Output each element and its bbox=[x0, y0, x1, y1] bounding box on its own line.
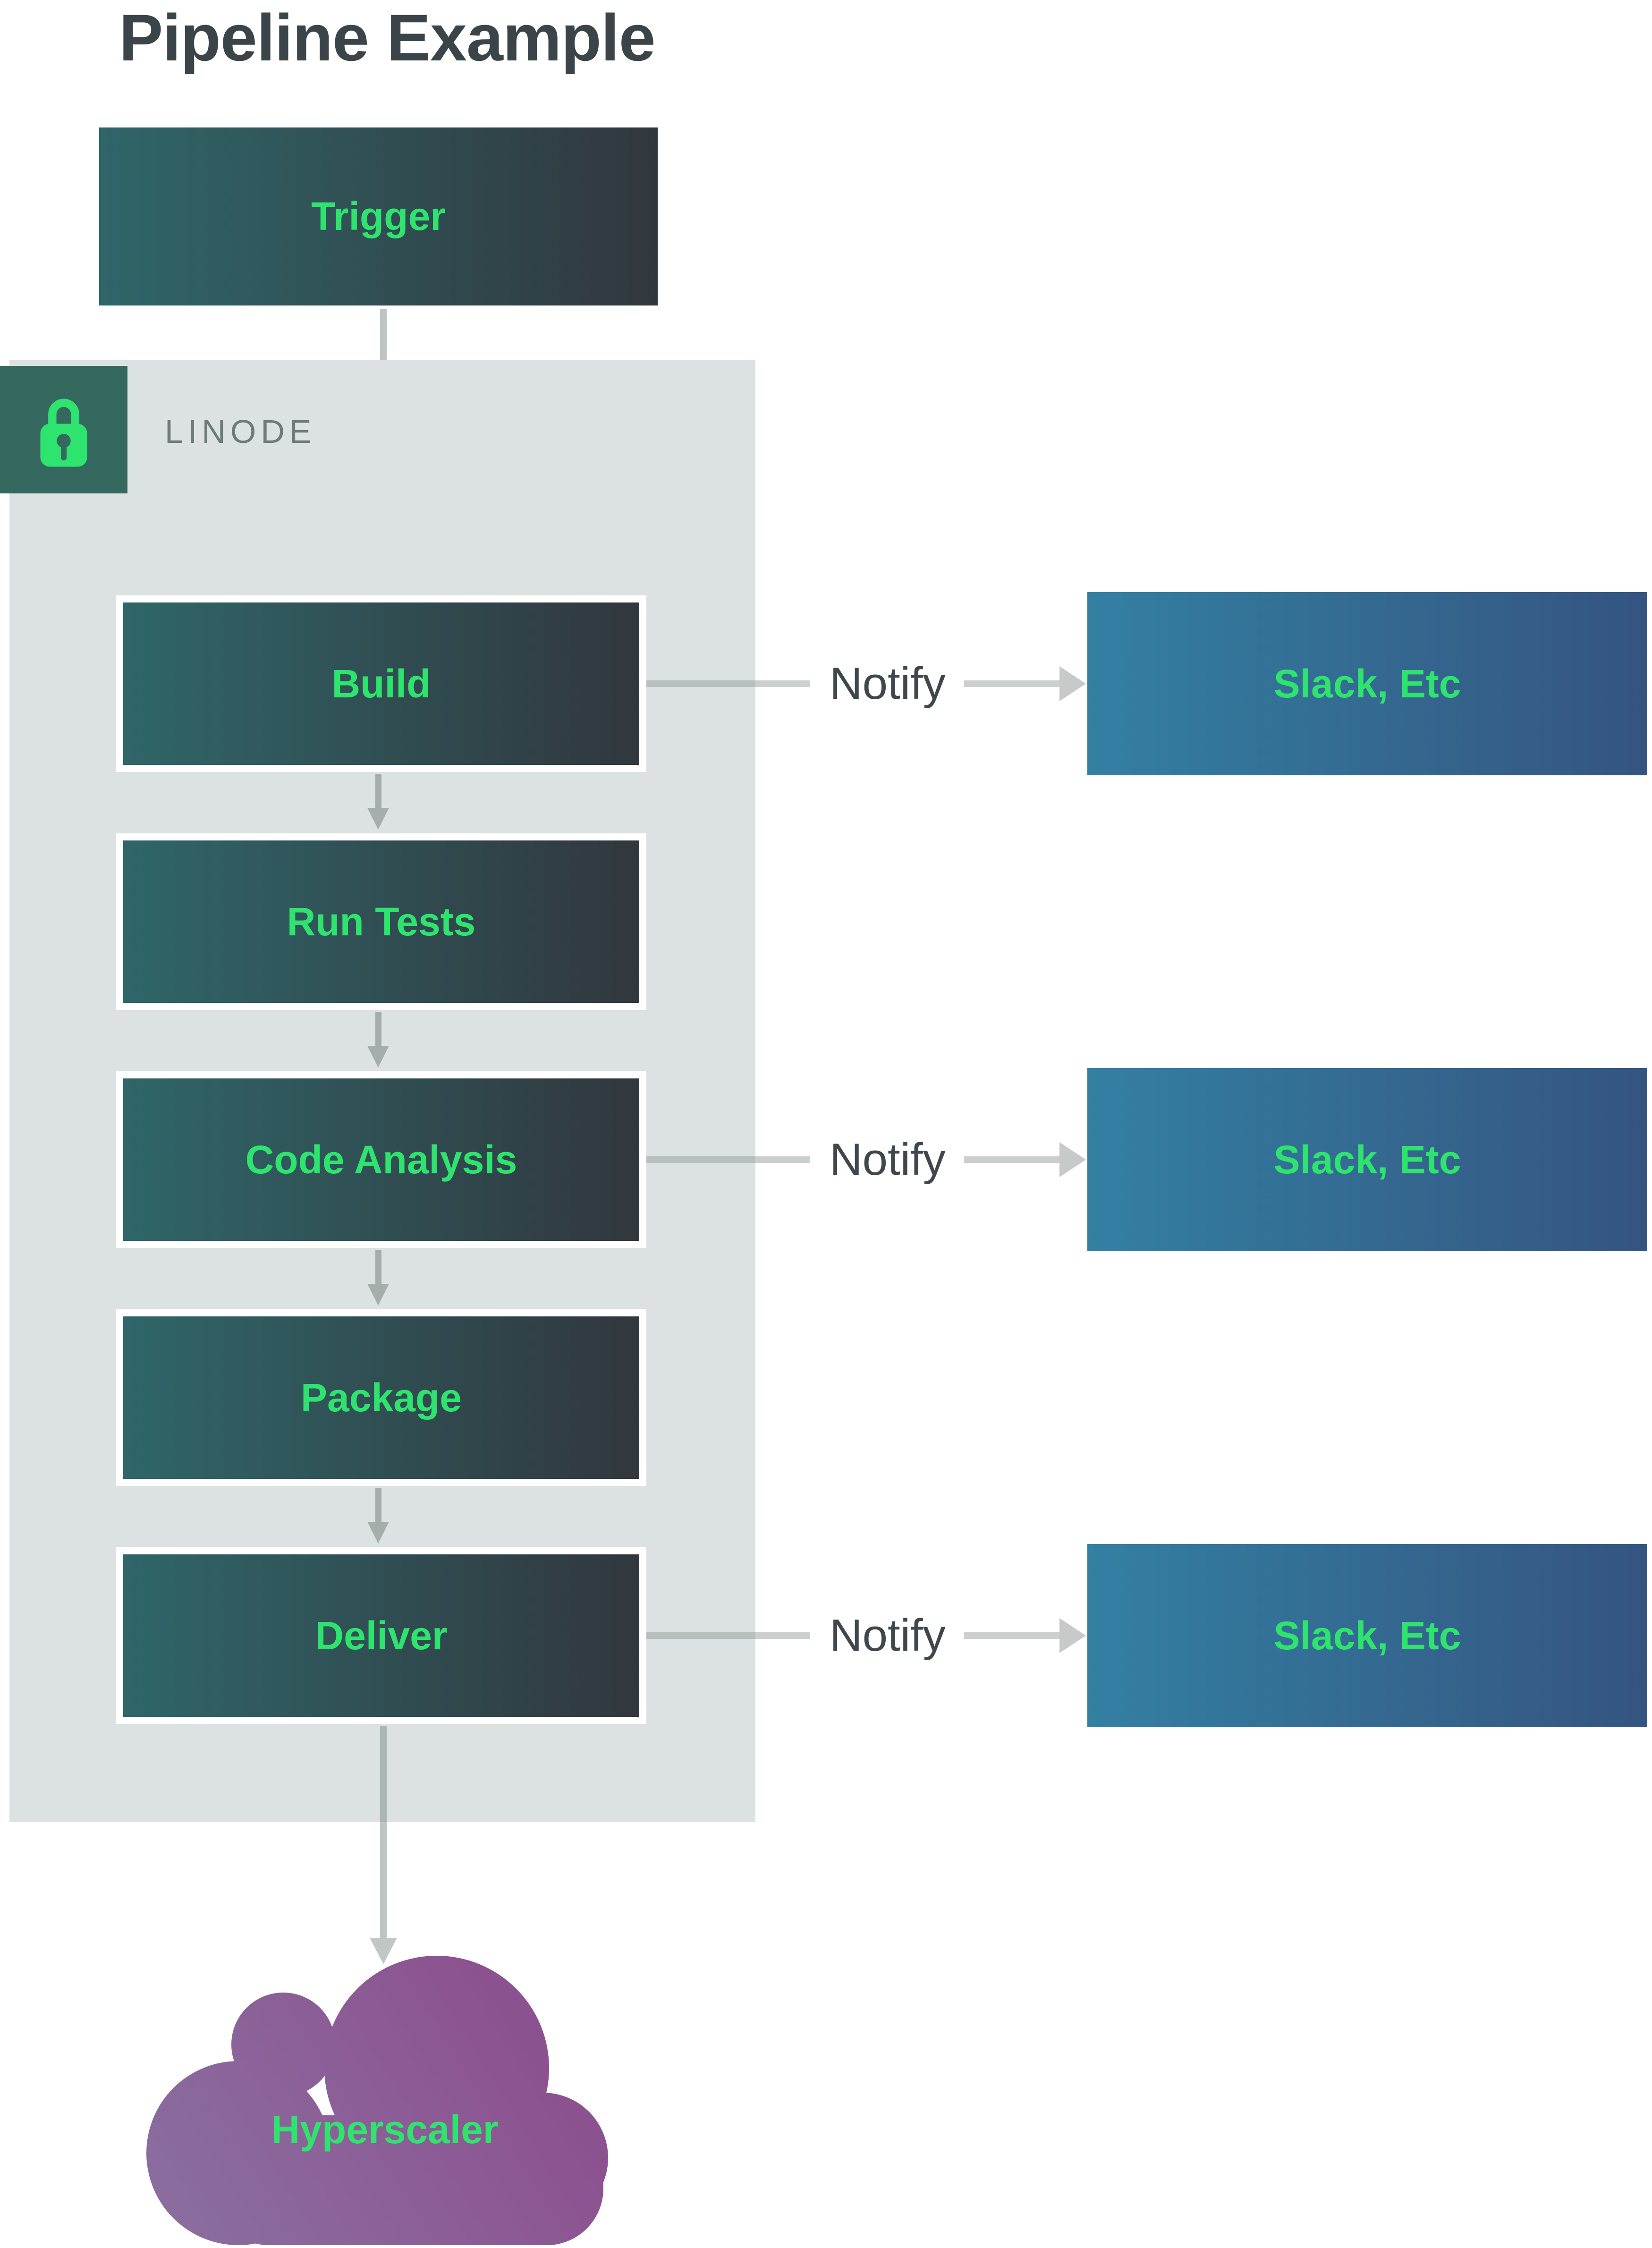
slack-label: Slack, Etc bbox=[1273, 1613, 1461, 1658]
stage-label: Package bbox=[301, 1375, 462, 1420]
stage-box-package: Package bbox=[116, 1309, 646, 1486]
slack-box: Slack, Etc bbox=[1087, 1068, 1647, 1251]
down-arrow-stem bbox=[380, 1726, 387, 1938]
notify-label: Notify bbox=[830, 1610, 946, 1661]
cloud-icon bbox=[146, 1956, 608, 2245]
notify-line bbox=[646, 680, 810, 687]
notify-line bbox=[646, 1632, 810, 1639]
down-arrow-stem bbox=[375, 1012, 381, 1046]
page-title: Pipeline Example bbox=[119, 0, 656, 75]
stage-box-deliver: Deliver bbox=[116, 1547, 646, 1724]
trigger-label: Trigger bbox=[311, 194, 446, 238]
slack-label: Slack, Etc bbox=[1273, 1137, 1461, 1182]
hyperscaler-cloud: Hyperscaler bbox=[142, 1955, 609, 2245]
stage-label: Build bbox=[331, 661, 431, 706]
down-arrow-icon bbox=[367, 808, 389, 830]
slack-box: Slack, Etc bbox=[1087, 1544, 1647, 1727]
right-arrow-icon bbox=[1059, 1618, 1086, 1653]
lock-badge bbox=[0, 366, 127, 493]
linode-zone-label: LINODE bbox=[165, 413, 316, 450]
stage-label: Code Analysis bbox=[245, 1137, 517, 1182]
right-arrow-icon bbox=[1059, 1142, 1086, 1177]
down-arrow-icon bbox=[367, 1046, 389, 1068]
stage-label: Run Tests bbox=[287, 899, 476, 944]
stage-box-code-analysis: Code Analysis bbox=[116, 1071, 646, 1248]
hyperscaler-label: Hyperscaler bbox=[271, 2107, 499, 2152]
slack-label: Slack, Etc bbox=[1273, 661, 1461, 706]
down-arrow-stem bbox=[375, 1250, 381, 1284]
notify-line bbox=[646, 1156, 810, 1163]
cloud-label-row: Hyperscaler bbox=[151, 2096, 618, 2163]
right-arrow-stem bbox=[964, 1632, 1059, 1639]
notify-label: Notify bbox=[830, 1134, 946, 1185]
right-arrow-stem bbox=[964, 680, 1059, 687]
down-arrow-icon bbox=[367, 1522, 389, 1544]
stage-box-run-tests: Run Tests bbox=[116, 833, 646, 1010]
down-arrow-icon bbox=[370, 1938, 397, 1964]
notify-label: Notify bbox=[830, 658, 946, 709]
lock-icon bbox=[40, 399, 87, 467]
trigger-box: Trigger bbox=[99, 127, 658, 305]
stage-box-build: Build bbox=[116, 595, 646, 772]
right-arrow-icon bbox=[1059, 666, 1086, 701]
stage-label: Deliver bbox=[315, 1613, 448, 1658]
down-arrow-stem bbox=[375, 1488, 381, 1522]
down-arrow-stem bbox=[375, 774, 381, 808]
slack-box: Slack, Etc bbox=[1087, 592, 1647, 775]
down-arrow-icon bbox=[367, 1284, 389, 1306]
right-arrow-stem bbox=[964, 1156, 1059, 1163]
